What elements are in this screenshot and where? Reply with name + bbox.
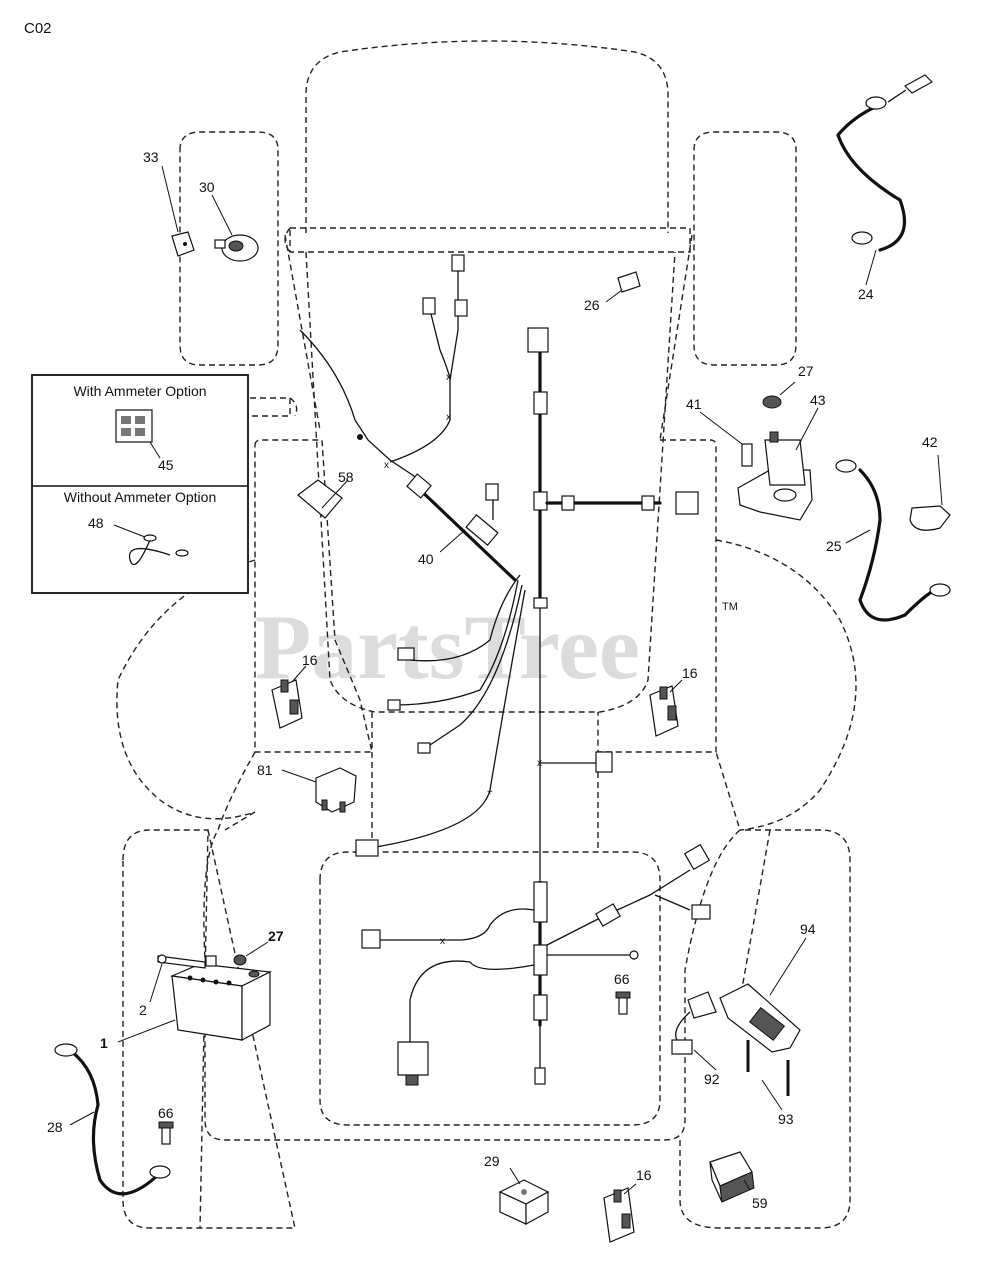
terminal-boot-42 <box>909 454 951 531</box>
callout-c48: 48 <box>88 515 104 531</box>
callout-c2: 2 <box>139 1002 147 1018</box>
callout-c40: 40 <box>418 551 434 567</box>
callout-c45: 45 <box>158 457 174 473</box>
battery-bolt-2 <box>149 954 206 1003</box>
callout-c42: 42 <box>922 434 938 450</box>
battery-cable-24 <box>836 74 933 286</box>
harness-connector-top <box>527 327 549 353</box>
nut-27 <box>762 381 796 409</box>
without-ammeter-label: Without Ammeter Option <box>64 489 217 505</box>
callout-c59: 59 <box>752 1195 768 1211</box>
svg-text:x: x <box>446 412 451 423</box>
screw-66b <box>615 991 631 1015</box>
callout-c66b: 66 <box>614 971 630 987</box>
svg-text:x: x <box>446 372 451 383</box>
callout-c93: 93 <box>778 1111 794 1127</box>
callout-c41: 41 <box>686 396 702 412</box>
ammeter-option-inset: With Ammeter Option Without Ammeter Opti… <box>31 374 249 594</box>
ground-cable-25 <box>835 459 951 622</box>
battery-nut-27 <box>205 941 269 967</box>
callout-c29: 29 <box>484 1153 500 1169</box>
module-58 <box>297 479 349 519</box>
starter-solenoid <box>737 407 819 521</box>
callout-c30: 30 <box>199 179 215 195</box>
watermark: PartsTree TM <box>255 596 738 698</box>
callout-c33: 33 <box>143 149 159 165</box>
callout-c66a: 66 <box>158 1105 174 1121</box>
harness-connector-right <box>675 491 699 515</box>
page-code: C02 <box>24 20 52 37</box>
svg-text:TM: TM <box>722 601 738 613</box>
component-59 <box>709 1151 755 1203</box>
screw-66a <box>158 1121 174 1145</box>
with-ammeter-label: With Ammeter Option <box>73 383 206 399</box>
battery <box>117 963 273 1043</box>
svg-text:x: x <box>384 460 389 471</box>
svg-text:x: x <box>440 936 445 947</box>
callout-c92: 92 <box>704 1071 720 1087</box>
safety-switch-16b <box>649 679 683 737</box>
callout-c1: 1 <box>100 1035 108 1051</box>
callout-c27a: 27 <box>798 363 814 379</box>
safety-switch-16c <box>603 1183 637 1243</box>
svg-text:+: + <box>487 787 493 798</box>
svg-text:PartsTree: PartsTree <box>255 596 640 698</box>
svg-text:x: x <box>537 758 542 769</box>
harness-connector-40 <box>485 483 499 501</box>
module-29 <box>498 1167 550 1226</box>
jumper-wire-part <box>113 524 189 566</box>
ignition-key <box>161 165 195 257</box>
switch-harness-92 <box>671 991 717 1071</box>
callout-c94: 94 <box>800 921 816 937</box>
callout-c28: 28 <box>47 1119 63 1135</box>
relay-81 <box>281 767 357 813</box>
callout-c58: 58 <box>338 469 354 485</box>
callout-c16a: 16 <box>302 652 318 668</box>
screws-93 <box>746 1040 790 1111</box>
fuse-holder <box>605 271 641 303</box>
callout-c27b: 27 <box>268 928 284 944</box>
bolt-41 <box>699 411 753 467</box>
safety-switch-16a <box>271 665 307 729</box>
callout-c16b: 16 <box>682 665 698 681</box>
pto-switch-94 <box>719 937 807 1053</box>
connector-plug <box>355 839 379 857</box>
ammeter-part <box>115 409 161 459</box>
ignition-switch <box>211 194 259 262</box>
wire-harness: x x x + x x <box>299 254 711 1086</box>
callout-c81: 81 <box>257 762 273 778</box>
callout-c43: 43 <box>810 392 826 408</box>
battery-cable-28 <box>54 1043 171 1196</box>
callout-c24: 24 <box>858 286 874 302</box>
callout-c26: 26 <box>584 297 600 313</box>
callout-c16c: 16 <box>636 1167 652 1183</box>
callout-c25: 25 <box>826 538 842 554</box>
